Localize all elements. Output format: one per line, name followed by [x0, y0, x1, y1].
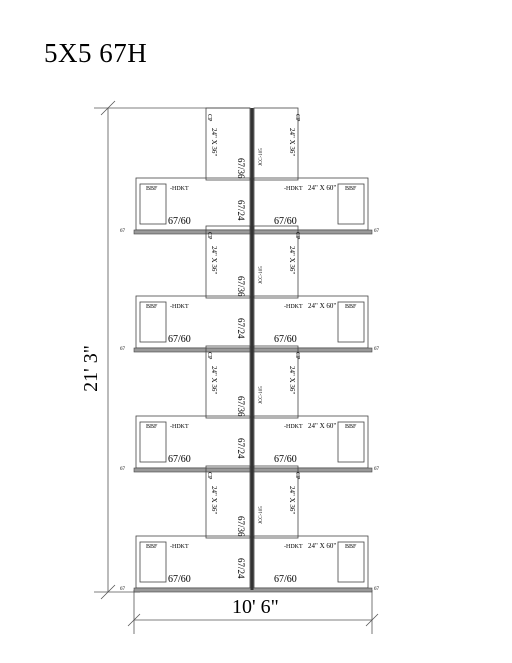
height-right-label-2: 67: [374, 347, 380, 352]
bbf-left-label-3: BBF: [146, 424, 158, 430]
cp-left-label-3: CP: [206, 352, 212, 360]
height-right-label-1: 67: [374, 229, 380, 234]
jcc-label-2: JCC-105: [259, 266, 264, 284]
return-right-size-4: 24" X 60": [308, 542, 336, 550]
spine-lower-label-1: 67/24: [236, 200, 246, 221]
pedestal-right-4: [337, 541, 365, 583]
height-left-label-2: 67: [120, 347, 126, 352]
spine-lower-label-3: 67/24: [236, 438, 246, 459]
spine-upper-label-4: 67/36: [236, 516, 246, 537]
spine-upper-label-2: 67/36: [236, 276, 246, 297]
panel-left-label-2: 67/60: [168, 334, 191, 345]
height-left-label-1: 67: [120, 229, 126, 234]
desk-left-2: [205, 225, 251, 299]
bbf-right-label-1: BBF: [345, 186, 357, 192]
pedestal-left-4: [139, 541, 167, 583]
cp-right-label-3: CP: [294, 352, 300, 360]
panel-left-label-3: 67/60: [168, 454, 191, 465]
hdkt-left-label-3: -HDKT: [170, 424, 189, 430]
hdkt-right-label-4: -HDKT: [284, 544, 303, 550]
pedestal-right-2: [337, 301, 365, 343]
hdkt-left-label-2: -HDKT: [170, 304, 189, 310]
desk-right-1: [253, 107, 299, 181]
hdkt-right-label-2: -HDKT: [284, 304, 303, 310]
bbf-left-label-1: BBF: [146, 186, 158, 192]
return-right-size-2: 24" X 60": [308, 302, 336, 310]
spine-lower-label-4: 67/24: [236, 558, 246, 579]
spine-lower-label-2: 67/24: [236, 318, 246, 339]
bbf-right-label-4: BBF: [345, 544, 357, 550]
hdkt-right-label-1: -HDKT: [284, 186, 303, 192]
drawing-title: 5X5 67H: [44, 38, 148, 68]
hdkt-left-label-4: -HDKT: [170, 544, 189, 550]
desk-left-size-2: 24" X 36": [210, 246, 218, 274]
cp-left-label-2: CP: [206, 232, 212, 240]
pedestal-right-3: [337, 421, 365, 463]
overall-width-label: 10' 6": [232, 596, 279, 618]
height-left-label-4: 67: [120, 587, 126, 592]
pedestal-left-2: [139, 301, 167, 343]
return-right-size-3: 24" X 60": [308, 422, 336, 430]
overall-height-label: 21' 3": [79, 345, 102, 392]
pedestal-right-1: [337, 183, 365, 225]
bbf-right-label-2: BBF: [345, 304, 357, 310]
desk-right-4: [253, 465, 299, 539]
bbf-left-label-2: BBF: [146, 304, 158, 310]
desk-left-1: [205, 107, 251, 181]
pedestal-left-3: [139, 421, 167, 463]
desk-left-size-4: 24" X 36": [210, 486, 218, 514]
panel-right-label-1: 67/60: [274, 216, 297, 227]
bbf-right-label-3: BBF: [345, 424, 357, 430]
desk-right-size-1: 24" X 36": [288, 128, 296, 156]
desk-left-size-3: 24" X 36": [210, 366, 218, 394]
desk-right-2: [253, 225, 299, 299]
height-right-label-3: 67: [374, 467, 380, 472]
cp-left-label-4: CP: [206, 472, 212, 480]
jcc-label-3: JCC-105: [259, 386, 264, 404]
return-right-size-1: 24" X 60": [308, 184, 336, 192]
jcc-label-1: JCC-105: [259, 148, 264, 166]
panel-left-label-1: 67/60: [168, 216, 191, 227]
panel-right-label-2: 67/60: [274, 334, 297, 345]
panel-left-label-4: 67/60: [168, 574, 191, 585]
height-left-label-3: 67: [120, 467, 126, 472]
desk-right-size-4: 24" X 36": [288, 486, 296, 514]
height-right-label-4: 67: [374, 587, 380, 592]
hdkt-left-label-1: -HDKT: [170, 186, 189, 192]
panel-right-label-4: 67/60: [274, 574, 297, 585]
bbf-left-label-4: BBF: [146, 544, 158, 550]
spine-upper-label-3: 67/36: [236, 396, 246, 417]
cp-right-label-2: CP: [294, 232, 300, 240]
desk-right-size-2: 24" X 36": [288, 246, 296, 274]
jcc-label-4: JCC-105: [259, 506, 264, 524]
width-dimension: [127, 590, 379, 634]
panel-right-label-3: 67/60: [274, 454, 297, 465]
pedestal-left-1: [139, 183, 167, 225]
desk-right-3: [253, 345, 299, 419]
cp-right-label-1: CP: [294, 114, 300, 122]
desk-left-3: [205, 345, 251, 419]
hdkt-right-label-3: -HDKT: [284, 424, 303, 430]
cp-left-label-1: CP: [206, 114, 212, 122]
desk-left-size-1: 24" X 36": [210, 128, 218, 156]
cp-right-label-4: CP: [294, 472, 300, 480]
desk-right-size-3: 24" X 36": [288, 366, 296, 394]
spine-upper-label-1: 67/36: [236, 158, 246, 179]
desk-left-4: [205, 465, 251, 539]
